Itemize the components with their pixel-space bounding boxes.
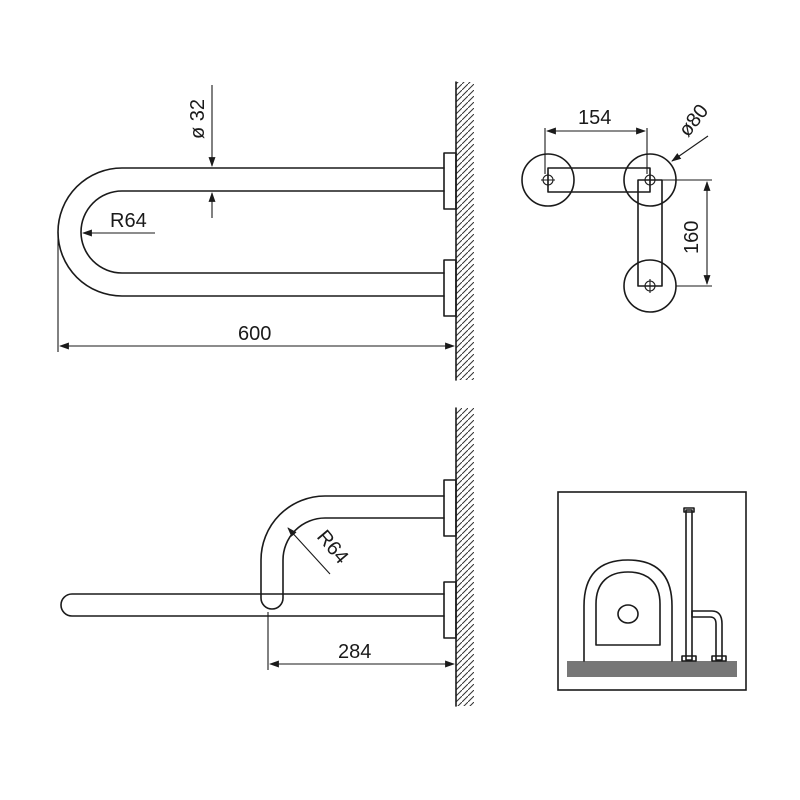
vertical-bar-cap: [683, 507, 695, 513]
upper-flange-side: [443, 479, 457, 537]
folding-grab-bar: [691, 610, 723, 661]
connector-horizontal: [547, 167, 651, 193]
length-label: 600: [238, 323, 271, 345]
bar-base-right: [711, 655, 727, 662]
bend-radius-label-top: R64: [110, 210, 147, 232]
vertical-grab-bar: [685, 509, 693, 661]
side-view: R64 284: [60, 407, 474, 707]
drop-label: 284: [338, 641, 371, 663]
center-mark-left: [541, 173, 555, 187]
wall-hatch-top: [456, 82, 474, 380]
connector-vertical: [637, 179, 663, 287]
bend-radius-leader-side: [287, 527, 331, 575]
urinal-bowl: [595, 571, 661, 646]
diameter-label: ø 32: [187, 99, 209, 139]
upper-flange-top: [443, 152, 457, 210]
urinal-drain: [617, 604, 639, 624]
u-bar-inner-edge: [80, 190, 445, 274]
wall-hatch-side: [456, 408, 474, 706]
center-mark-corner: [643, 173, 657, 187]
illustration-frame: [557, 491, 747, 691]
folded-bar: [60, 593, 445, 617]
flange-layout-view: 154 ø80 160: [521, 100, 714, 313]
lower-flange-top: [443, 259, 457, 317]
bar-base-left: [681, 655, 697, 662]
floor: [567, 661, 737, 677]
bend-radius-label-side: R64: [312, 526, 352, 568]
top-view: ø 32 R64 600: [57, 81, 474, 381]
flange-left: [521, 153, 575, 207]
flange-diameter-leader: [671, 135, 709, 162]
spacing-h-label: 154: [578, 107, 611, 129]
lower-flange-side: [443, 581, 457, 639]
u-bar-outer-edge: [57, 167, 445, 297]
flange-diameter-label: ø80: [675, 100, 714, 141]
urinal-body: [583, 559, 673, 662]
raised-hook: [260, 495, 445, 610]
center-mark-bottom: [643, 279, 657, 293]
spacing-v-label: 160: [681, 221, 703, 254]
installation-illustration: [557, 491, 747, 691]
